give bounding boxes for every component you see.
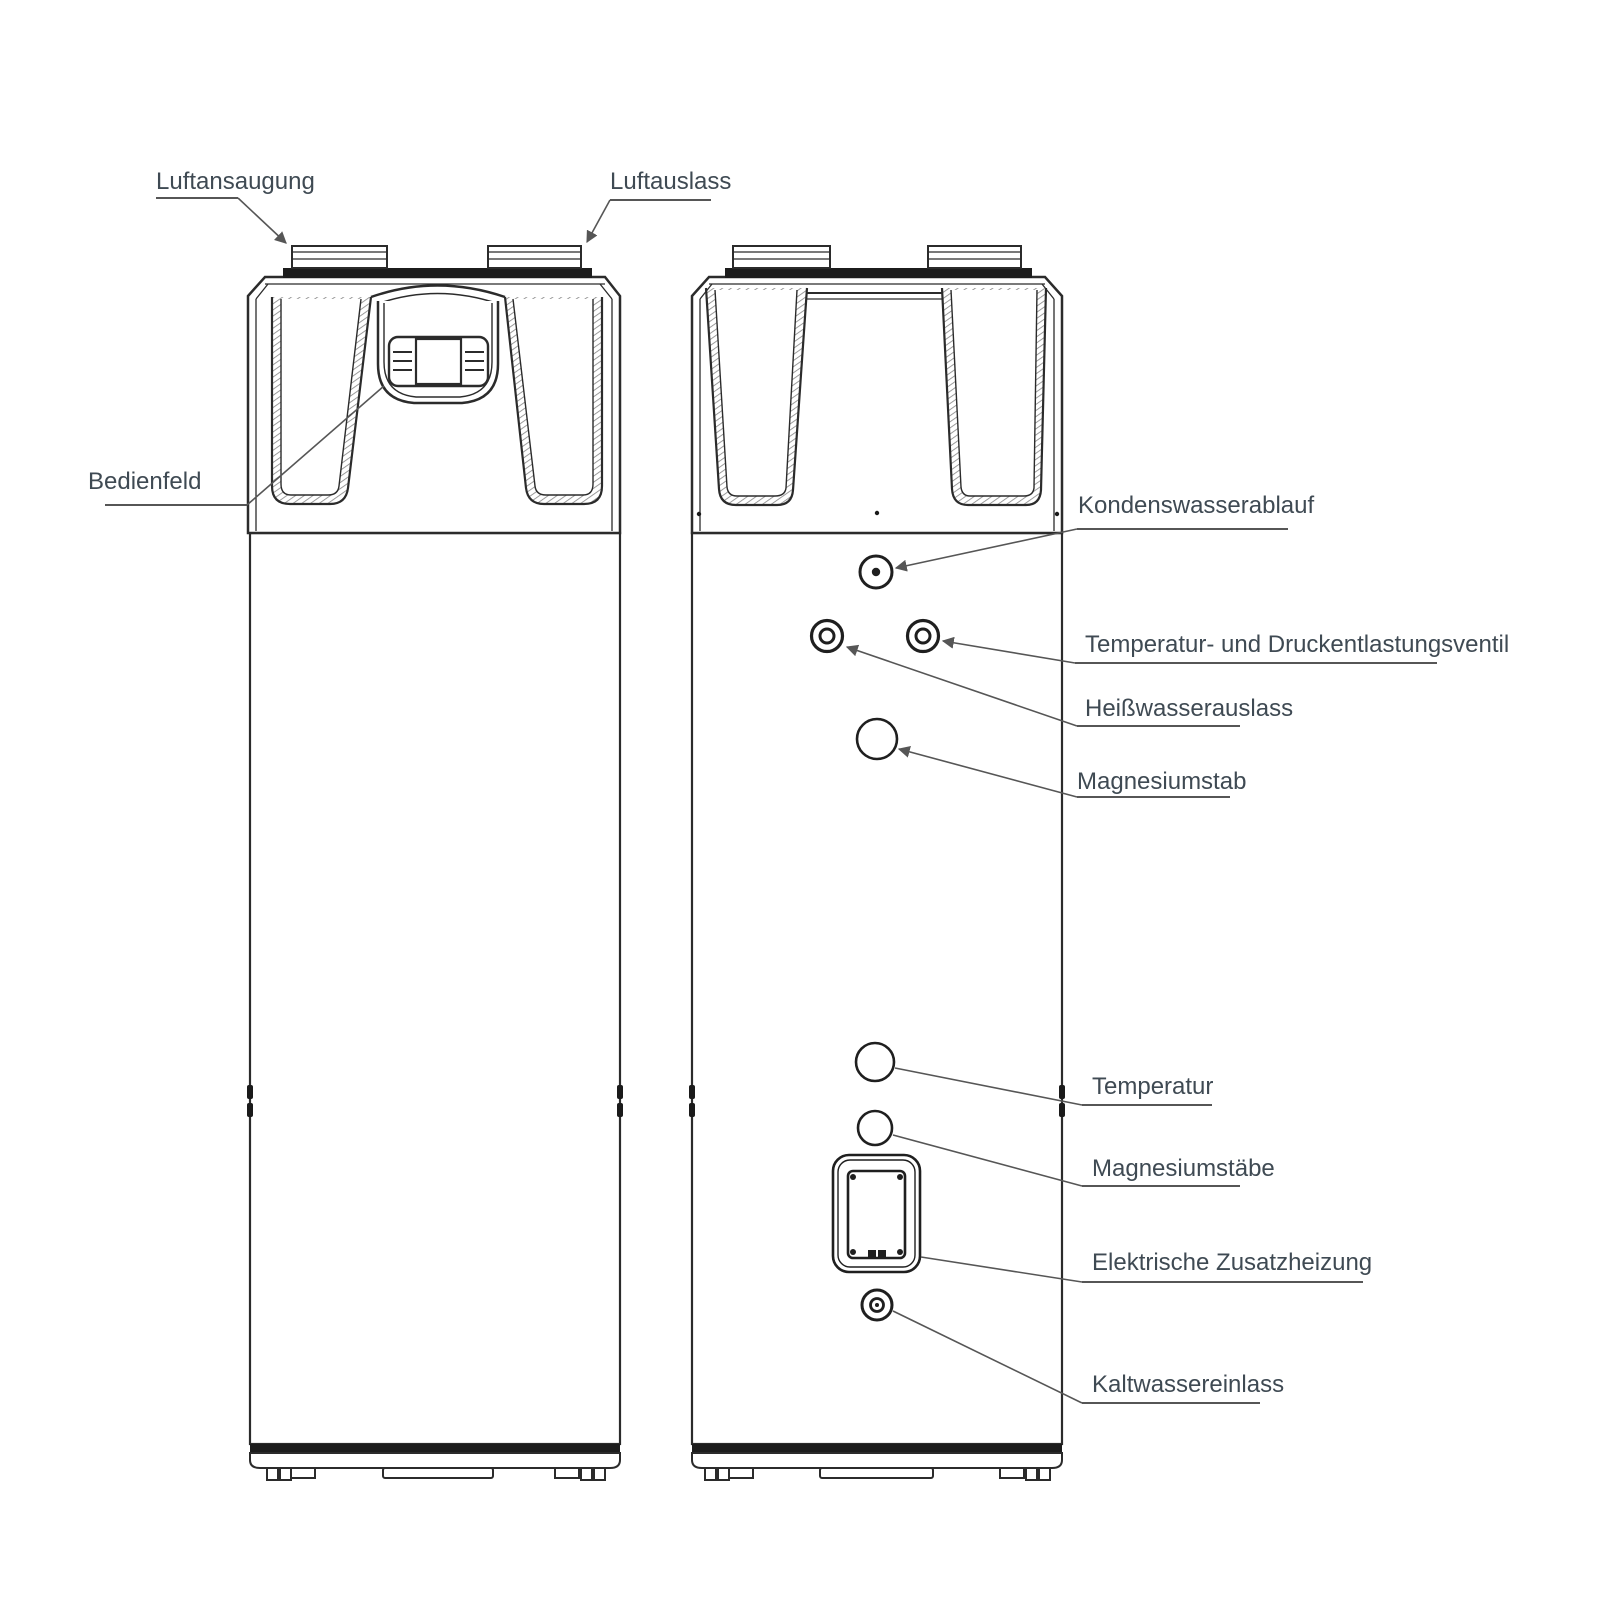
front-air-outlet-duct xyxy=(487,245,582,269)
hot-water-outlet-port xyxy=(809,618,845,654)
front-arch xyxy=(370,284,506,299)
control-panel xyxy=(376,301,500,405)
back-side-ticks xyxy=(689,1085,1065,1117)
leader-air-outlet xyxy=(586,199,611,244)
back-duct-left xyxy=(732,245,831,269)
front-body-panel xyxy=(248,531,622,1446)
front-bottom-band xyxy=(250,1444,620,1453)
back-cap-screws xyxy=(696,510,1060,517)
leader-relief-valve xyxy=(941,636,1076,664)
leader-temperature xyxy=(894,1067,1083,1106)
label-temperature: Temperatur xyxy=(1092,1073,1213,1100)
temperature-port xyxy=(854,1041,896,1083)
label-control-panel: Bedienfeld xyxy=(88,468,201,495)
cold-water-inlet-port xyxy=(860,1288,894,1322)
leader-lines xyxy=(105,196,1437,1405)
back-feet xyxy=(704,1467,1051,1481)
label-air-intake: Luftansaugung xyxy=(156,168,315,195)
front-air-intake-duct xyxy=(291,245,388,269)
label-magnesium-rod: Magnesiumstab xyxy=(1077,768,1246,795)
front-unit xyxy=(246,245,623,1481)
back-base-plate xyxy=(691,1452,1063,1469)
leader-electric-heater xyxy=(920,1256,1083,1283)
back-vent-slot-right xyxy=(940,287,1048,507)
front-vent-slot-left xyxy=(270,296,373,506)
electric-heater-box xyxy=(831,1153,922,1274)
back-top-band xyxy=(725,268,1032,278)
condensate-drain-port xyxy=(858,554,894,590)
control-panel-buttons xyxy=(393,351,484,371)
front-side-ticks xyxy=(247,1085,623,1117)
label-electric-heater: Elektrische Zusatzheizung xyxy=(1092,1249,1372,1276)
leader-magnesium-rod xyxy=(897,746,1078,798)
temp-pressure-relief-valve-port xyxy=(905,618,941,654)
front-base-plate xyxy=(249,1452,621,1469)
label-air-outlet: Luftauslass xyxy=(610,168,731,195)
magnesium-rod-port xyxy=(855,717,899,761)
back-top-cap xyxy=(690,245,1064,535)
leader-air-intake xyxy=(237,197,287,244)
front-vent-slot-right xyxy=(503,296,604,506)
front-feet xyxy=(266,1467,606,1481)
labels: Luftansaugung Luftauslass Bedienfeld Kon… xyxy=(88,168,1509,1398)
label-condensate-drain: Kondenswasserablauf xyxy=(1078,492,1314,519)
back-vent-slot-left xyxy=(704,287,809,507)
label-hot-water-outlet: Heißwasserauslass xyxy=(1085,695,1293,722)
label-magnesium-rods: Magnesiumstäbe xyxy=(1092,1155,1275,1182)
leader-hot-water xyxy=(845,644,1078,727)
leader-cold-water xyxy=(892,1310,1083,1404)
leader-magnesium-rods xyxy=(892,1134,1083,1187)
front-top-cap xyxy=(246,245,622,535)
back-unit xyxy=(689,245,1065,1481)
leader-control-panel xyxy=(246,385,385,506)
front-arch-inner xyxy=(376,292,500,305)
control-panel-screen xyxy=(414,337,463,386)
front-top-band xyxy=(283,268,592,278)
magnesium-rods-port xyxy=(856,1109,894,1147)
back-duct-right xyxy=(927,245,1022,269)
label-cold-water-inlet: Kaltwassereinlass xyxy=(1092,1371,1284,1398)
back-bottom-band xyxy=(692,1444,1062,1453)
label-relief-valve: Temperatur- und Druckentlastungsventil xyxy=(1085,631,1509,658)
leader-condensate xyxy=(894,528,1078,572)
